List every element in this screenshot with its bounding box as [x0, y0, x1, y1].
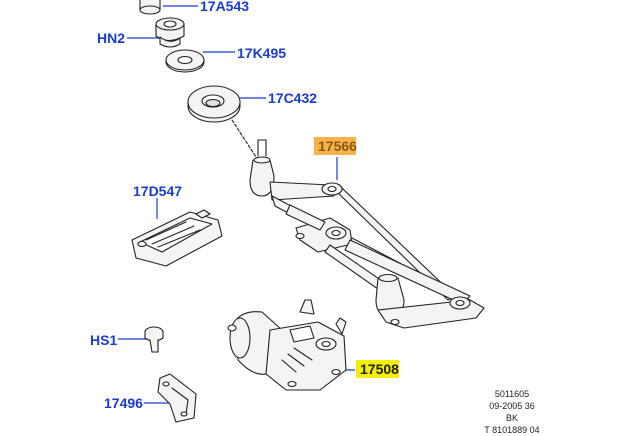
callout-17c432: 17C432	[268, 90, 318, 106]
assembly-axis	[231, 119, 259, 161]
part-bolt-hs1	[144, 326, 164, 353]
reference-date: 09-2005 36	[489, 401, 535, 411]
callout-17a543: 17A543	[200, 0, 250, 14]
part-bracket-17496	[157, 373, 197, 423]
callout-hs1: HS1	[90, 332, 118, 348]
part-cover-17d547	[131, 209, 223, 267]
part-motor-17508	[227, 299, 347, 391]
callout-17508: 17508	[360, 361, 399, 377]
part-washer-17k495	[165, 49, 205, 73]
reference-number: 5011605	[494, 389, 530, 399]
part-nut-hn2	[155, 17, 185, 48]
callout-17d547: 17D547	[133, 183, 183, 199]
callout-hn2: HN2	[97, 30, 126, 46]
callout-17566: 17566	[318, 138, 357, 154]
callout-17496: 17496	[104, 395, 143, 411]
reference-code: BK	[505, 413, 518, 423]
callout-17k495: 17K495	[237, 45, 287, 61]
part-grommet-17c432	[187, 85, 241, 123]
highlight-17566	[314, 137, 356, 155]
reference-drawing-number: T 8101889 04	[484, 425, 540, 435]
reference-block: 5011605 09-2005 36 BK T 8101889 04	[476, 388, 548, 436]
part-linkage-17566	[249, 139, 485, 329]
parts	[131, 0, 485, 423]
highlight-17508	[356, 360, 399, 378]
part-nut-17a543	[139, 0, 161, 15]
